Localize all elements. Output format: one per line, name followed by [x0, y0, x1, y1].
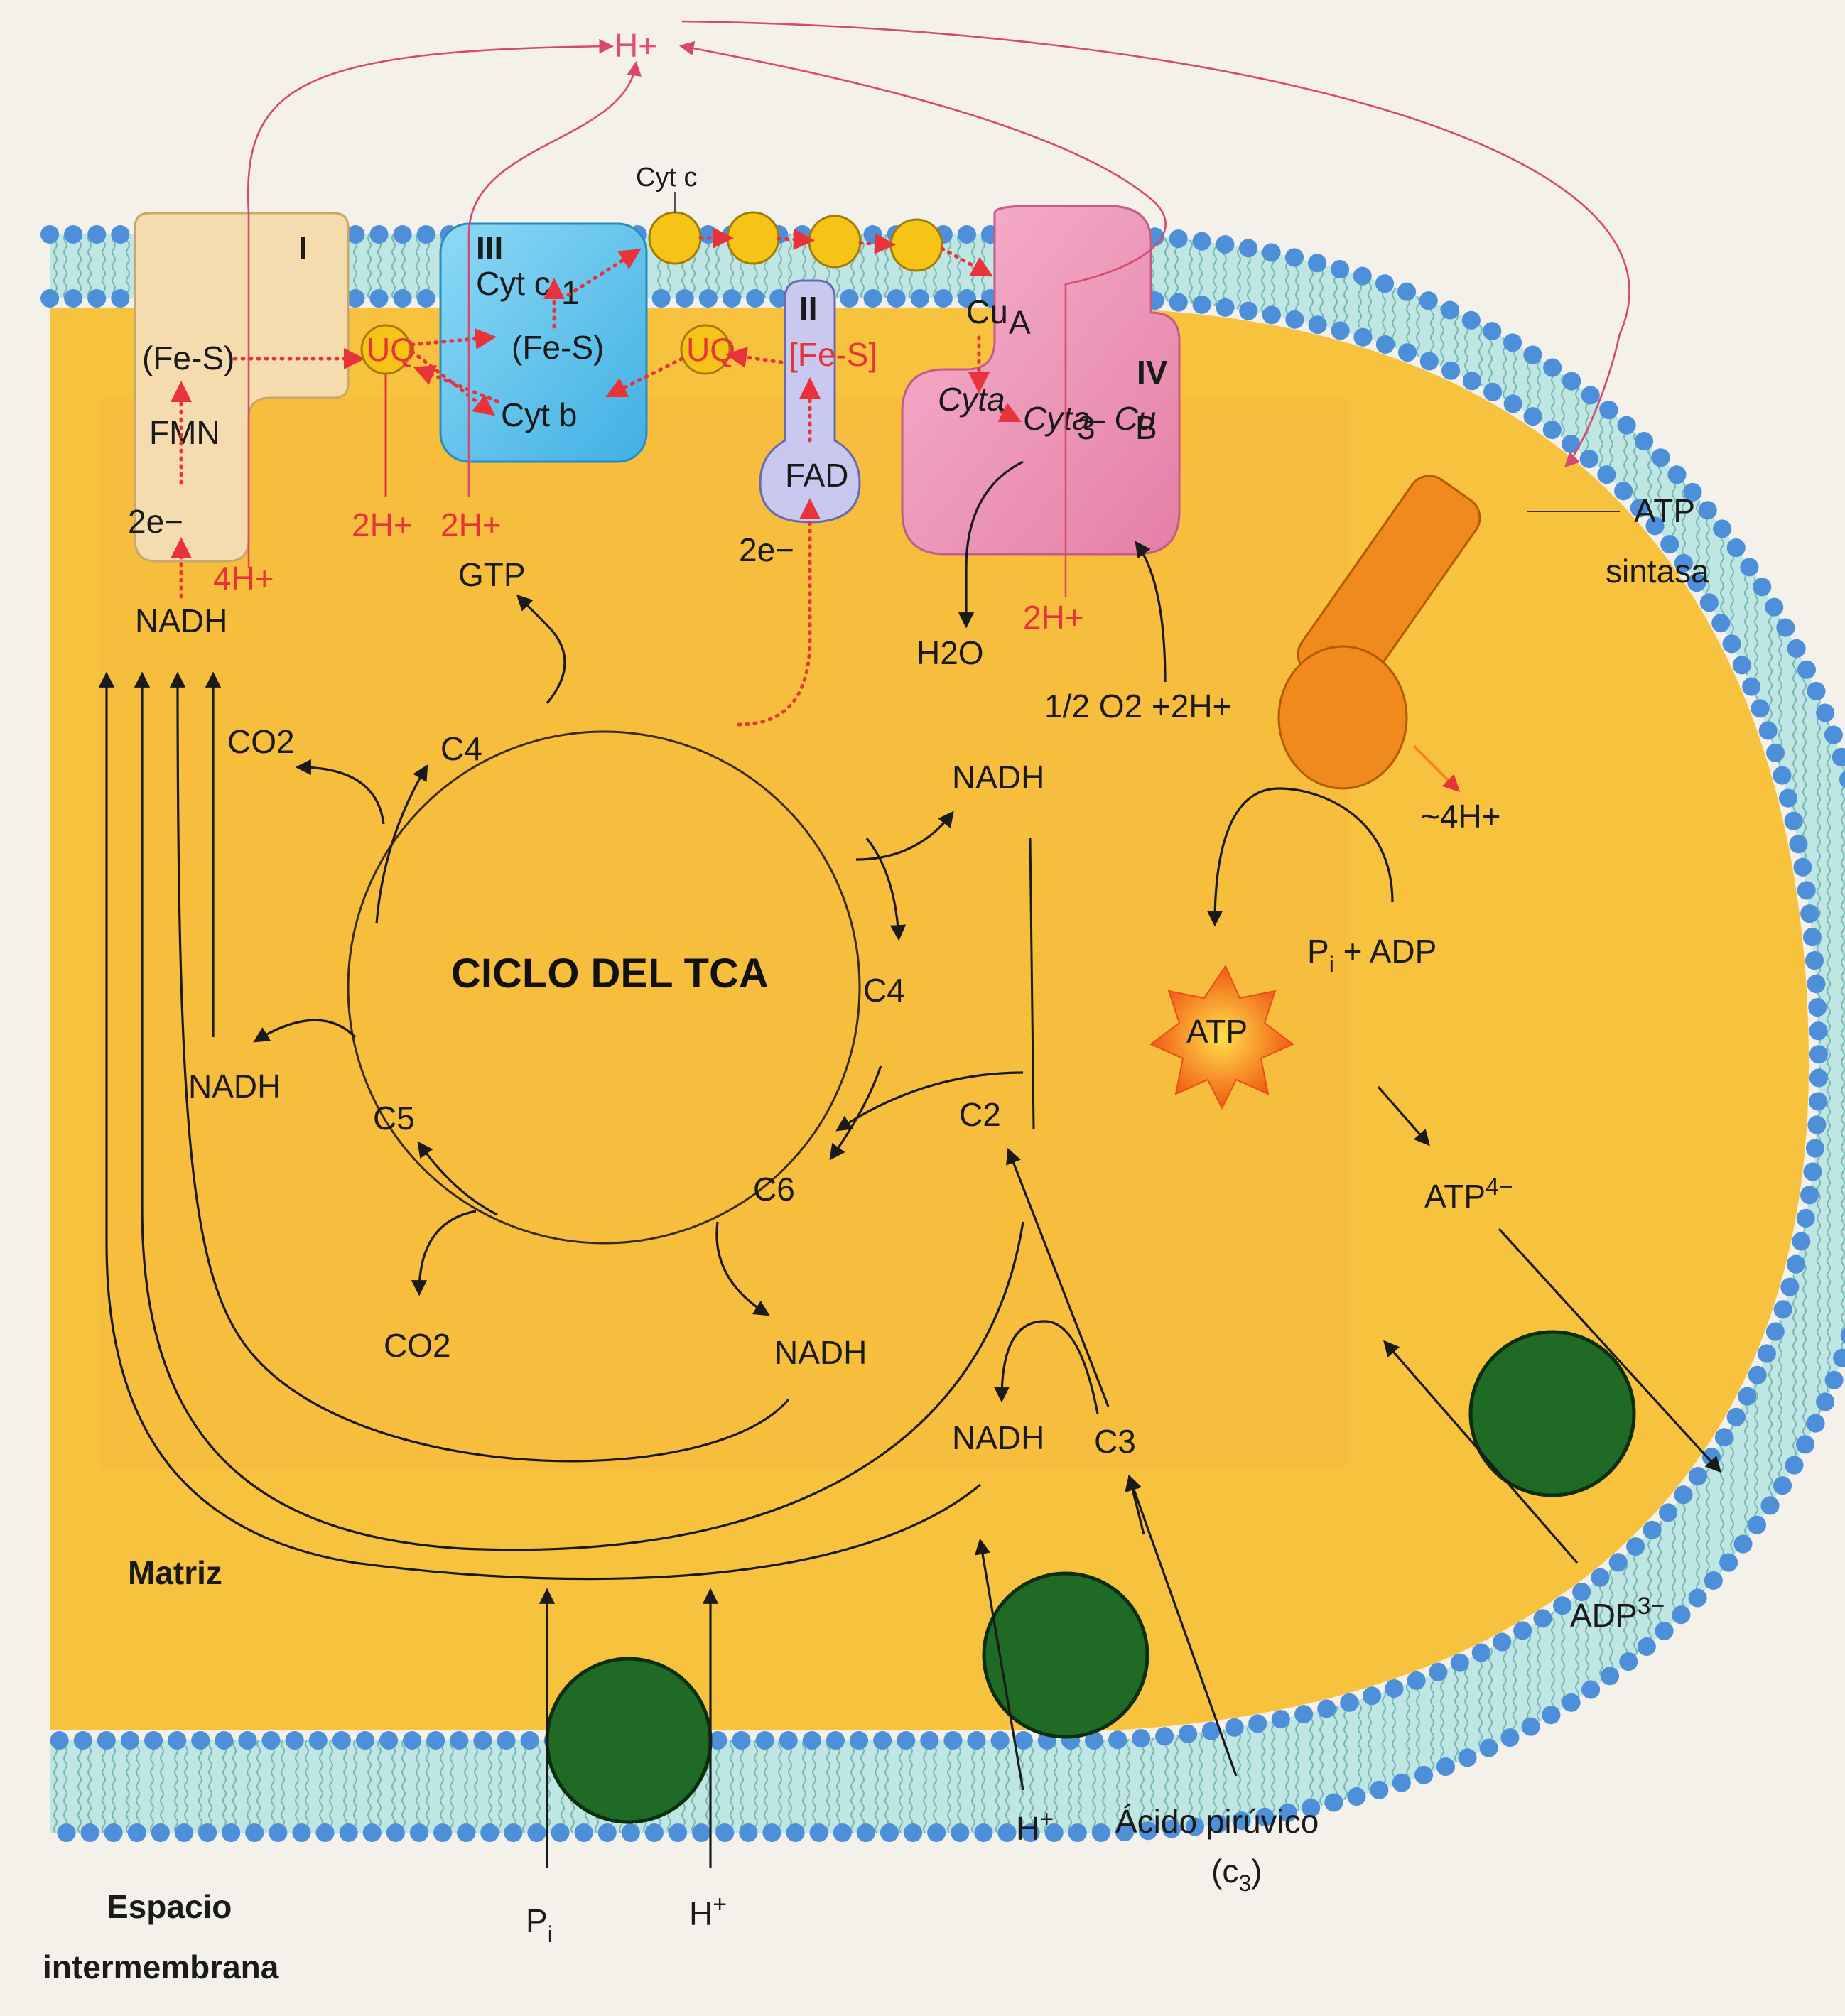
proton-pathways: H+: [247, 20, 1630, 568]
complex-iv-cub: – Cu: [1086, 400, 1156, 437]
pyruvic-label-2: (c3): [1211, 1853, 1262, 1896]
complex-iv-label: IV: [1137, 354, 1168, 391]
complex-ii-fad: FAD: [785, 457, 848, 494]
complex-iv-cua: Cu: [966, 293, 1008, 330]
atp-label: ATP: [1186, 1013, 1248, 1050]
pyruvic-label-1: Ácido pirúvico: [1115, 1803, 1319, 1840]
uq-2h: 2H+: [352, 506, 413, 543]
nadh-right-top: NADH: [952, 759, 1044, 796]
complex-i-2e: 2e−: [128, 503, 183, 540]
complex-iv: IV Cu A Cyta Cyta 3 – Cu B 2H+ H2O 1/2 O…: [901, 205, 1231, 725]
complex-iii-cytc1: Cyt c: [476, 265, 551, 302]
complex-i: I (Fe-S) FMN 2e− 4H+ NADH: [128, 212, 365, 639]
ubiquinone-2: UQ: [605, 324, 735, 398]
hplus-bottom: H+: [689, 1891, 727, 1932]
tca-cycle: CICLO DEL TCA C4 C4 C5 C6 C2 C3 GTP CO2 …: [188, 556, 1145, 1535]
tca-title: CICLO DEL TCA: [451, 950, 769, 997]
pyruvate-transporter: H+ Ácido pirúvico (c3): [974, 1474, 1319, 1896]
atp-synthase-label-2: sintasa: [1606, 553, 1709, 590]
complex-i-fmn: FMN: [149, 414, 220, 451]
complex-iii-label: III: [476, 229, 503, 266]
complex-i-4h: 4H+: [213, 560, 274, 597]
tca-c4-right: C4: [863, 972, 905, 1009]
tca-c2: C2: [959, 1096, 1001, 1133]
nadh-flux-lines: [98, 671, 1024, 1581]
pyr-hplus: H+: [1016, 1806, 1054, 1847]
tca-c5: C5: [373, 1100, 415, 1137]
atp4-label: ATP4−: [1424, 1174, 1513, 1215]
complex-ii-fes: [Fe-S]: [789, 336, 877, 373]
co2-top-label: CO2: [227, 723, 295, 760]
complex-iv-cub-sub: B: [1135, 409, 1157, 446]
intermembrane-label-1: Espacio: [107, 1888, 232, 1925]
intermembrane-label-2: intermembrana: [43, 1949, 279, 1985]
complex-iv-cyta3: Cyta: [1023, 400, 1091, 437]
co2-bottom-label: CO2: [384, 1327, 451, 1364]
adp3-label: ADP3−: [1570, 1593, 1665, 1634]
complex-iv-2h: 2H+: [1023, 599, 1084, 636]
nadh-left: NADH: [188, 1068, 281, 1105]
uq1-label: UQ: [367, 331, 416, 368]
complex-i-nadh: NADH: [135, 602, 227, 639]
complex-i-label: I: [298, 229, 308, 266]
atp-production: Pi + ADP ATP ATP4−: [1149, 787, 1513, 1215]
nadh-bottom: NADH: [774, 1334, 867, 1371]
tca-c6: C6: [753, 1171, 795, 1208]
complex-iv-cua-sub: A: [1009, 304, 1031, 341]
phosphate-transporter: Pi H+: [526, 1588, 727, 1947]
atp-star: [1149, 964, 1294, 1110]
tca-c3: C3: [1094, 1423, 1136, 1460]
top-hplus: H+: [615, 27, 657, 64]
atp-synthase: ATP sintasa ~4H+: [1277, 475, 1709, 835]
matrix-label: Matriz: [128, 1554, 222, 1591]
pi-adp: Pi + ADP: [1307, 933, 1436, 977]
complex-ii-2e: 2e−: [739, 531, 794, 568]
nadh-c3: NADH: [952, 1419, 1044, 1456]
cytochrome-c-chain: Cyt c: [636, 163, 993, 277]
complex-iii: III Cyt c 1 (Fe-S) Cyt b 2H+: [410, 222, 648, 543]
complex-ii: II [Fe-S] FAD 2e−: [725, 279, 877, 727]
ubiquinone-1: UQ 2H+: [352, 324, 416, 543]
pi-bottom: Pi: [526, 1902, 553, 1947]
atp-synthase-label-1: ATP: [1634, 492, 1695, 529]
oxygen-label: 1/2 O2 +2H+: [1044, 688, 1231, 725]
complex-iv-cyta: Cyta: [938, 381, 1005, 418]
complex-ii-label: II: [799, 290, 818, 327]
complex-iii-cytb: Cyt b: [501, 396, 577, 433]
cytc-label: Cyt c: [636, 163, 698, 193]
atp-synthase-4h: ~4H+: [1421, 798, 1501, 835]
atp-adp-translocase: ADP3−: [1383, 1228, 1722, 1634]
uq2-label: UQ: [686, 331, 735, 368]
complex-iii-fes: (Fe-S): [512, 329, 604, 366]
complex-iii-2h: 2H+: [440, 506, 502, 543]
gtp-label: GTP: [458, 556, 526, 593]
complex-i-fes: (Fe-S): [142, 340, 234, 376]
complex-iv-cyta3-sub: 3: [1077, 409, 1095, 446]
inner-membrane: [40, 225, 1845, 1842]
water-label: H2O: [916, 634, 984, 671]
tca-c4-top: C4: [440, 730, 482, 767]
